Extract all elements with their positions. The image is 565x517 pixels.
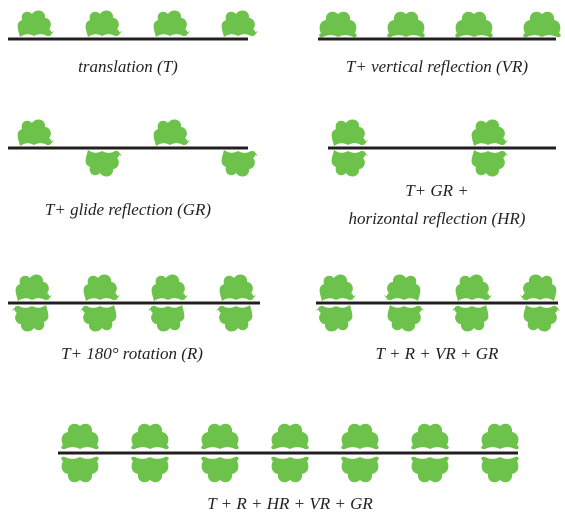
motif: [153, 10, 190, 37]
motif: [481, 423, 519, 450]
motif: [452, 305, 489, 332]
motif: [455, 274, 492, 301]
motif: [17, 119, 54, 146]
motif: [341, 456, 379, 483]
panel-3-caption: T+ glide reflection (GR): [45, 200, 212, 219]
motif: [341, 423, 379, 450]
motif: [331, 119, 368, 146]
motif: [151, 274, 188, 301]
motif: [12, 305, 49, 332]
panel-2-caption: T+ vertical reflection (VR): [346, 57, 529, 76]
motif: [387, 305, 424, 332]
panel-4-caption-line-2: horizontal reflection (HR): [349, 209, 526, 228]
motif: [201, 423, 239, 450]
motif: [17, 10, 54, 37]
panel-translation: translation (T): [8, 10, 258, 76]
motif: [319, 11, 357, 38]
panel-2-motifs: [319, 11, 561, 38]
motif: [387, 11, 425, 38]
panel-r-vr-gr: T + R + VR + GR: [316, 274, 560, 363]
panel-horizontal-reflection: T+ GR + horizontal reflection (HR): [328, 119, 556, 228]
motif: [131, 423, 169, 450]
panel-7-caption: T + R + HR + VR + GR: [207, 494, 373, 513]
panel-r-hr-vr-gr: T + R + HR + VR + GR: [58, 423, 519, 513]
motif: [85, 10, 122, 37]
motif: [384, 274, 421, 301]
motif: [61, 423, 99, 450]
motif: [316, 305, 353, 332]
motif: [411, 423, 449, 450]
motif: [216, 305, 253, 332]
motif: [471, 119, 508, 146]
motif: [148, 305, 185, 332]
panel-rotation: T+ 180° rotation (R): [8, 274, 260, 363]
motif: [520, 274, 557, 301]
motif: [523, 305, 560, 332]
motif: [15, 274, 52, 301]
motif: [83, 274, 120, 301]
motif: [455, 11, 493, 38]
panel-glide-reflection: T+ glide reflection (GR): [8, 119, 258, 219]
motif: [481, 456, 519, 483]
motif: [201, 456, 239, 483]
panel-5-caption: T+ 180° rotation (R): [61, 344, 203, 363]
motif: [80, 305, 117, 332]
motif: [219, 274, 256, 301]
motif: [411, 456, 449, 483]
motif: [221, 10, 258, 37]
motif: [523, 11, 561, 38]
motif: [61, 456, 99, 483]
panel-6-caption: T + R + VR + GR: [376, 344, 499, 363]
motif: [221, 150, 258, 177]
motif: [271, 456, 309, 483]
motif: [85, 150, 122, 177]
motif: [471, 150, 508, 177]
panel-1-caption: translation (T): [78, 57, 178, 76]
motif: [153, 119, 190, 146]
panel-1-motifs: [17, 10, 258, 37]
motif: [319, 274, 356, 301]
motif: [131, 456, 169, 483]
panel-4-caption-line-1: T+ GR +: [405, 181, 469, 200]
motif: [331, 150, 368, 177]
motif: [271, 423, 309, 450]
panel-vertical-reflection: T+ vertical reflection (VR): [318, 11, 561, 76]
